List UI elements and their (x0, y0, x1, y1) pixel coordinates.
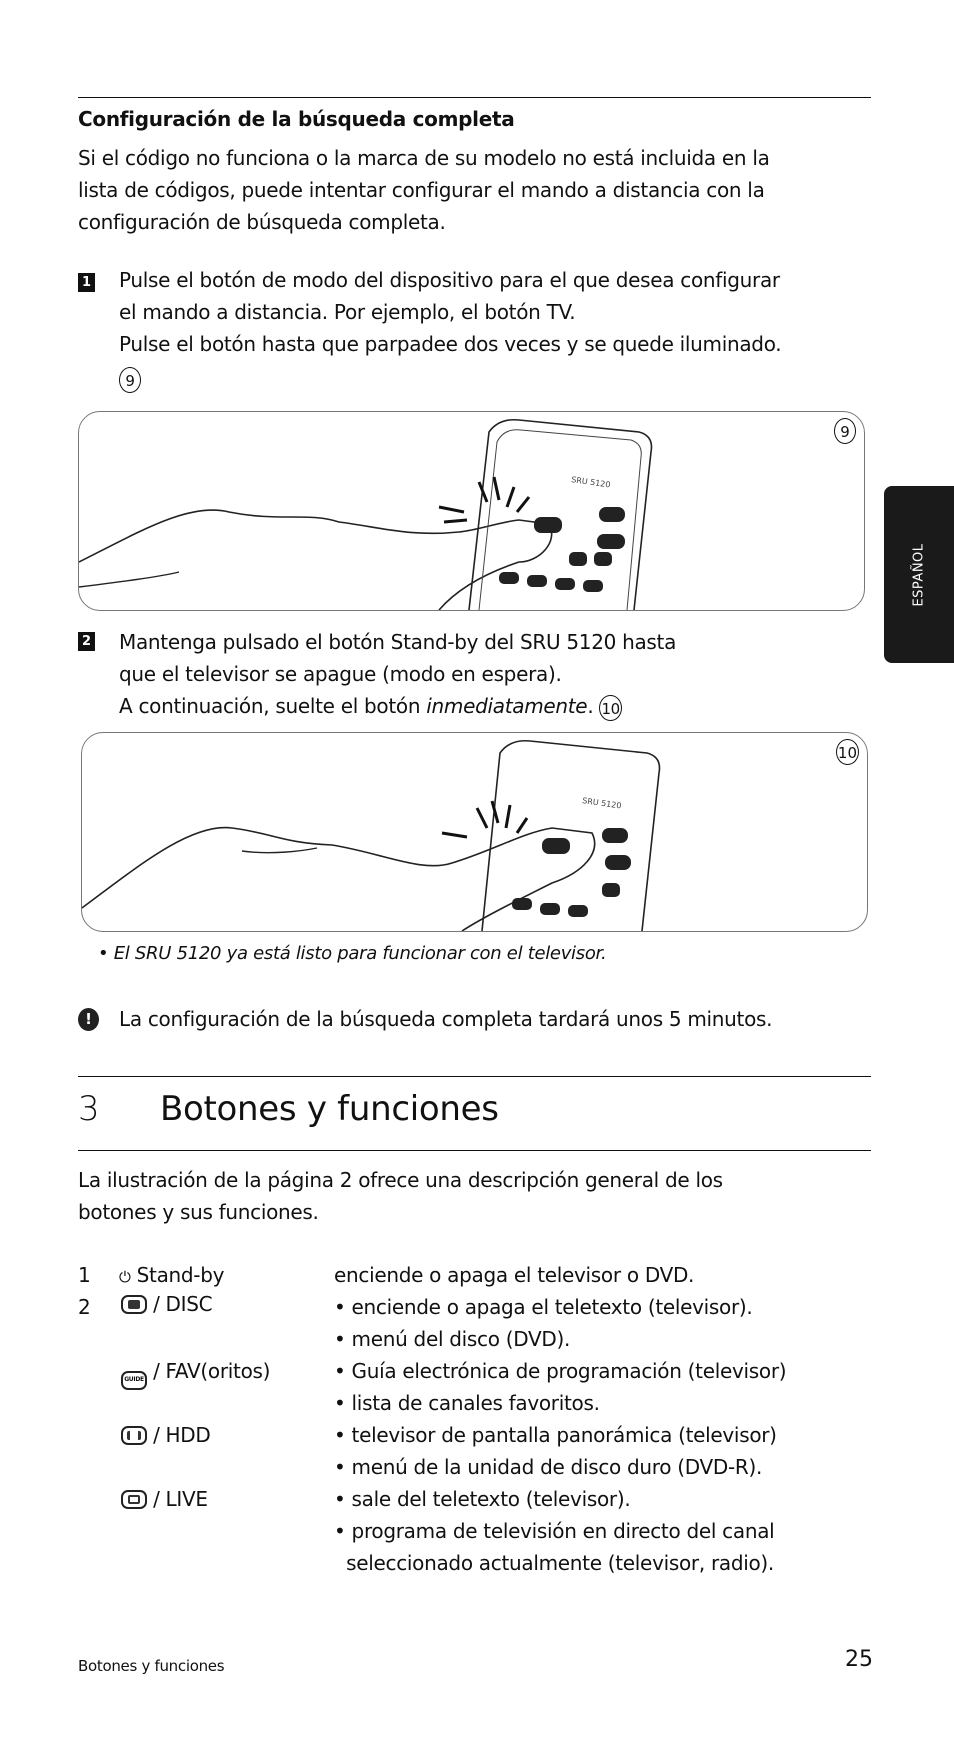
list-item-desc: • lista de canales favoritos. (334, 1391, 600, 1415)
figure-ref-circle: 9 (119, 366, 141, 393)
page-number: 25 (845, 1647, 873, 1672)
step2-line: A continuación, suelte el botón inmediat… (119, 690, 622, 722)
chapter-top-rule (78, 1076, 871, 1077)
step1-line: el mando a distancia. Por ejemplo, el bo… (119, 300, 576, 324)
chapter-title: Botones y funciones (160, 1089, 499, 1129)
svg-text:SRU 5120: SRU 5120 (582, 796, 622, 810)
list-item-label: / HDD (121, 1419, 211, 1451)
step1-line: Pulse el botón de modo del dispositivo p… (119, 268, 780, 292)
guide-button-icon: GUIDE (121, 1371, 147, 1390)
intro-line: lista de códigos, puede intentar configu… (78, 178, 765, 202)
list-item-desc: • menú del disco (DVD). (334, 1327, 571, 1351)
chapter-bottom-rule (78, 1150, 871, 1151)
list-item-desc: • enciende o apaga el teletexto (televis… (334, 1295, 753, 1319)
step2-line: que el televisor se apague (modo en espe… (119, 662, 562, 686)
language-side-tab: ESPAÑOL (884, 486, 954, 663)
step-number-badge: 2 (78, 632, 95, 651)
list-item-desc: • sale del teletexto (televisor). (334, 1487, 631, 1511)
warning-icon: ! (78, 1008, 99, 1031)
widescreen-button-icon (121, 1426, 147, 1445)
intro-line: configuración de búsqueda completa. (78, 210, 446, 234)
list-item-desc: • televisor de pantalla panorámica (tele… (334, 1423, 777, 1447)
chapter-number: 3 (78, 1089, 100, 1129)
list-item-label: ⏻ Stand-by (119, 1263, 225, 1287)
step2-line: Mantenga pulsado el botón Stand-by del S… (119, 630, 677, 654)
teletext-button-icon (121, 1295, 147, 1314)
step-number-badge: 1 (78, 273, 95, 292)
svg-text:SRU 5120: SRU 5120 (571, 475, 611, 489)
list-item-desc: • menú de la unidad de disco duro (DVD-R… (334, 1455, 763, 1479)
list-item-desc: • Guía electrónica de programación (tele… (334, 1359, 787, 1383)
footer-running-title: Botones y funciones (78, 1657, 225, 1675)
chapter-intro-line: La ilustración de la página 2 ofrece una… (78, 1168, 723, 1192)
figure-9-illustration: SRU 5120 9 (78, 411, 865, 611)
list-item-label: / LIVE (121, 1483, 208, 1515)
remote-hand-illustration: SRU 5120 (82, 739, 661, 931)
remote-hand-illustration: SRU 5120 (79, 418, 653, 610)
power-icon: ⏻ (119, 1268, 131, 1286)
top-rule (78, 97, 871, 98)
list-item-number: 1 (78, 1263, 91, 1287)
chapter-intro-line: botones y sus funciones. (78, 1200, 319, 1224)
list-item-desc: seleccionado actualmente (televisor, rad… (334, 1551, 774, 1575)
list-item-number: 2 (78, 1295, 91, 1319)
figure-ref: 9 (119, 362, 141, 394)
step1-line: Pulse el botón hasta que parpadee dos ve… (119, 332, 782, 356)
list-item-desc: • programa de televisión en directo del … (334, 1519, 775, 1543)
result-bullet: • El SRU 5120 ya está listo para funcion… (98, 943, 607, 964)
figure-ref-circle: 10 (599, 694, 622, 721)
exit-teletext-button-icon (121, 1490, 147, 1509)
list-item-desc: enciende o apaga el televisor o DVD. (334, 1263, 695, 1287)
list-item-label: GUIDE / FAV(oritos) (121, 1355, 270, 1390)
note-text: La configuración de la búsqueda completa… (119, 1007, 773, 1031)
section-heading: Configuración de la búsqueda completa (78, 107, 515, 131)
figure-label: 9 (834, 418, 856, 444)
list-item-label: / DISC (121, 1288, 213, 1320)
intro-line: Si el código no funciona o la marca de s… (78, 146, 770, 170)
figure-10-illustration: SRU 5120 10 (81, 732, 868, 932)
figure-label: 10 (835, 739, 859, 765)
